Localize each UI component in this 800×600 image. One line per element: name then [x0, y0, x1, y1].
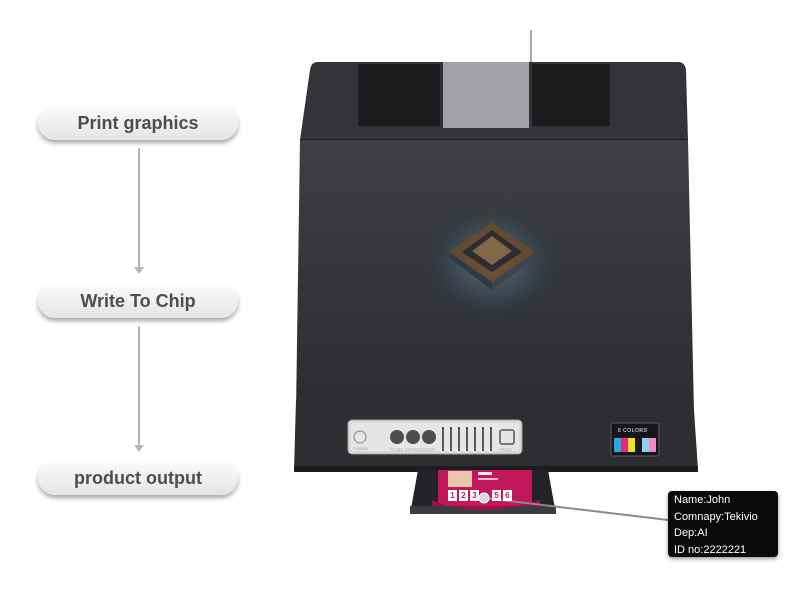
step-print-graphics: Print graphics [38, 106, 238, 140]
step-arrow-1 [134, 148, 144, 274]
paper-sheet [443, 62, 529, 128]
paper-slot-left [358, 64, 440, 126]
paper-slot-right [532, 64, 610, 126]
card-info-callout: Name:John Comnapy:Tekivio Dep:AI ID no:2… [668, 491, 778, 557]
panel-caption-color: COLOR [421, 447, 436, 452]
callout-id: ID no:2222221 [674, 543, 747, 556]
card-number: 6 [503, 490, 512, 501]
panel-caption-instant: INSTANT [405, 447, 422, 452]
card-number: 3 [470, 490, 479, 501]
callout-company: Comnapy:Tekivio [674, 510, 758, 523]
panel-caption-pegs: PEGS [500, 447, 512, 452]
card-number: 1 [448, 490, 457, 501]
card-reader-graphic [499, 429, 515, 445]
callout-dot [478, 492, 490, 504]
callout-pointer [483, 497, 669, 521]
callout-name: Name:John [674, 494, 731, 506]
step-write-to-chip: Write To Chip [38, 284, 238, 318]
panel-caption-power: POWER [353, 446, 369, 451]
card-number: 2 [459, 490, 468, 501]
callout-department: Dep:AI [674, 527, 708, 539]
panel-caption-ft-set: FT-SET [390, 447, 404, 452]
power-button-graphic [353, 430, 367, 444]
step-arrow-2 [134, 326, 144, 452]
color-badge-label: 6 COLORS [618, 428, 648, 434]
chip-graphic [449, 222, 535, 290]
step-product-output: product output [38, 461, 238, 495]
card-number: 5 [492, 490, 501, 501]
panel-slider-bars [442, 427, 492, 451]
